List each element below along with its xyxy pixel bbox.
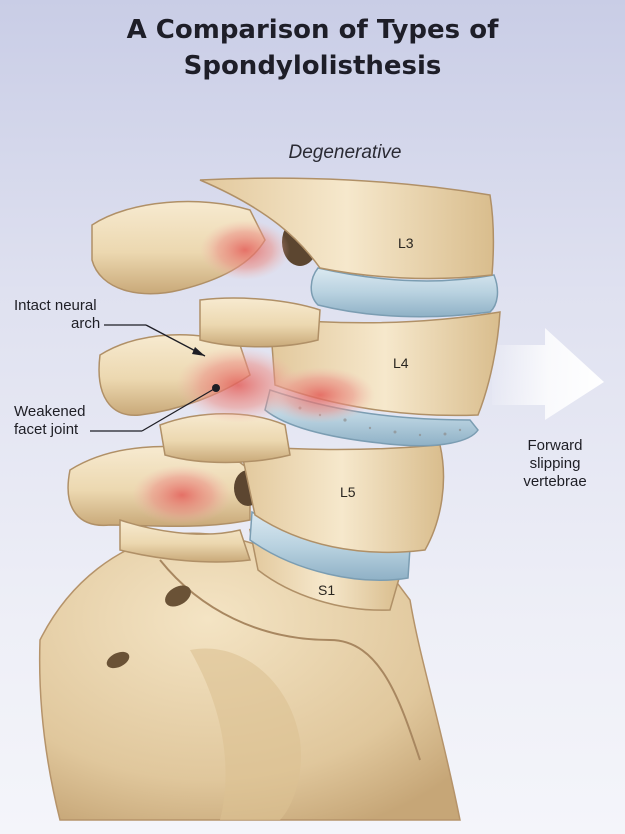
inflamed-facet-joints <box>132 220 375 525</box>
label-intact-line1: Intact neural <box>14 297 97 314</box>
label-intact-line2: arch <box>71 315 101 332</box>
label-forward-slipping-vertebrae: Forward slipping vertebrae <box>505 437 605 491</box>
diagram-subtitle: Degenerative <box>288 142 402 163</box>
label-forward-line1: Forward <box>527 437 583 454</box>
label-forward-line3: vertebrae <box>523 473 587 490</box>
label-weakened-line2: facet joint <box>14 421 79 438</box>
title-line-1: A Comparison of Types of <box>126 15 499 45</box>
label-forward-line2: slipping <box>529 455 581 472</box>
label-weakened-line1: Weakened <box>14 403 86 420</box>
title-line-2: Spondylolisthesis <box>183 51 442 81</box>
page-title: A Comparison of Types of Spondylolisthes… <box>0 12 625 84</box>
disc-l3-l4 <box>310 267 499 318</box>
vertebra-label-s1: S1 <box>318 582 336 598</box>
l3-body <box>199 177 495 280</box>
label-weakened-facet-joint: Weakened facet joint <box>14 403 85 439</box>
l5-body <box>239 444 445 554</box>
label-intact-neural-arch: Intact neural arch <box>14 297 100 333</box>
forward-arrow <box>492 328 604 420</box>
vertebra-label-l5: L5 <box>340 484 356 500</box>
vertebra-label-l3: L3 <box>398 235 414 251</box>
vertebra-label-l4: L4 <box>393 355 409 371</box>
